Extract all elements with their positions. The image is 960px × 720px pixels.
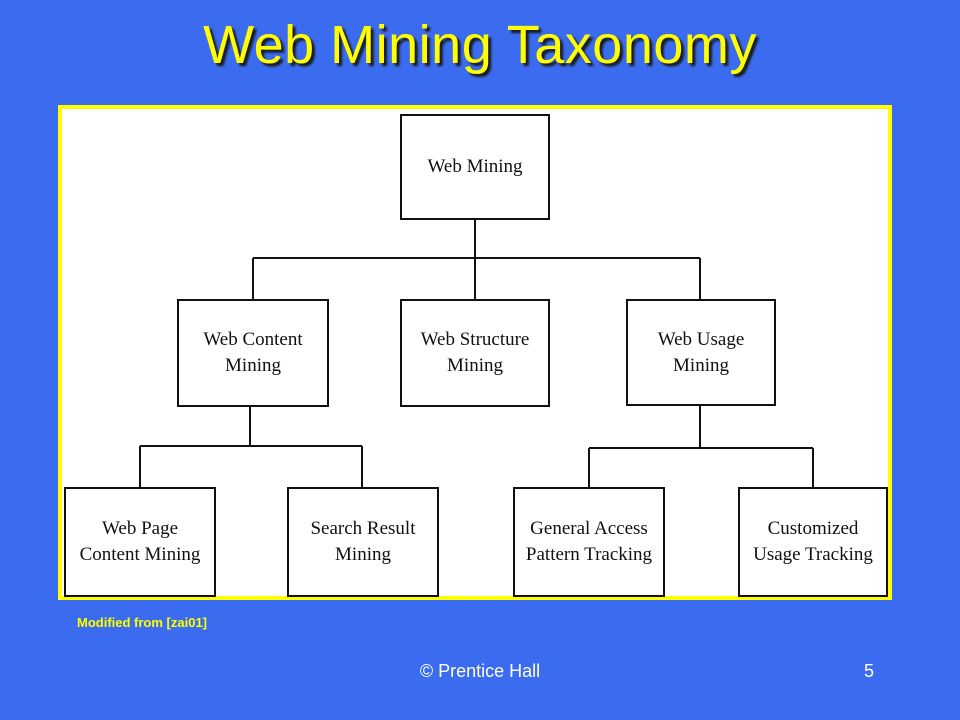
node-web-structure-mining: Web Structure Mining xyxy=(400,299,550,407)
node-label: Web Mining xyxy=(427,156,523,178)
node-web-usage-mining: Web Usage Mining xyxy=(626,299,776,406)
source-caption: Modified from [zai01] xyxy=(77,615,208,630)
node-label: Web Usage Mining xyxy=(657,328,745,376)
node-search-result-mining: Search Result Mining xyxy=(287,487,439,597)
node-web-content-mining: Web Content Mining xyxy=(177,299,329,407)
node-general-access-pattern-tracking: General Access Pattern Tracking xyxy=(513,487,665,597)
node-label: Web Content Mining xyxy=(203,329,303,376)
node-web-mining: Web Mining xyxy=(400,114,550,220)
slide-title: Web Mining Taxonomy xyxy=(203,15,757,75)
page-number: 5 xyxy=(864,661,875,681)
node-customized-usage-tracking: Customized Usage Tracking xyxy=(738,487,888,597)
taxonomy-diagram: Web Mining Web Content Mining Web Struct… xyxy=(58,105,892,600)
node-label: Web Page Content Mining xyxy=(79,518,201,565)
node-label: Search Result Mining xyxy=(310,518,416,565)
node-label: Web Structure Mining xyxy=(420,329,530,376)
node-label: Customized Usage Tracking xyxy=(753,518,873,565)
node-web-page-content-mining: Web Page Content Mining xyxy=(64,487,216,597)
node-label: General Access Pattern Tracking xyxy=(525,518,653,565)
footer-copyright: © Prentice Hall xyxy=(419,661,541,681)
connector-lines xyxy=(139,219,814,487)
